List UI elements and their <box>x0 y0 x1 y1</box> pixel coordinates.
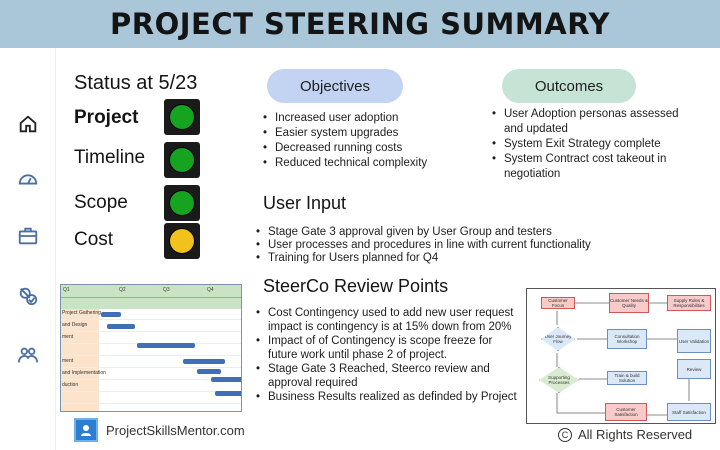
gantt-row: duction <box>61 377 241 392</box>
status-light-green-icon <box>169 104 195 130</box>
status-light-amber-icon <box>169 228 195 254</box>
gantt-bar <box>183 359 225 364</box>
outcomes-list: User Adoption personas assessed and upda… <box>492 107 692 182</box>
gantt-bar <box>215 391 241 396</box>
gantt-bar <box>197 369 221 374</box>
status-label-timeline: Timeline <box>74 147 146 168</box>
gantt-row: and Implementation <box>61 369 241 380</box>
list-item: Stage Gate 3 Reached, Steerco review and… <box>256 362 518 390</box>
status-label-project: Project <box>74 107 139 128</box>
gantt-quarter: Q2 <box>119 287 126 293</box>
flow-box: Supply Roles & Responsibilities <box>667 295 711 311</box>
list-item: Reduced technical complexity <box>263 156 493 171</box>
user-input-title: User Input <box>263 193 347 213</box>
flow-box: Staff Satisfaction <box>667 403 711 421</box>
gantt-bar <box>101 312 121 317</box>
status-label-scope: Scope <box>74 192 128 213</box>
list-item: User processes and procedures in line wi… <box>256 239 656 252</box>
gantt-row: Project Gathering <box>61 309 241 320</box>
team-icon[interactable] <box>14 341 42 369</box>
status-label-cost: Cost <box>74 229 114 250</box>
review-points-title: SteerCo Review Points <box>263 276 449 296</box>
gantt-bar <box>211 377 241 382</box>
review-points-list: Cost Contingency used to add new user re… <box>256 306 518 404</box>
tasks-check-icon[interactable] <box>14 282 42 310</box>
sidebar <box>0 48 56 450</box>
website-link[interactable]: ProjectSkillsMentor.com <box>106 423 245 438</box>
list-item: Easier system upgrades <box>263 126 493 141</box>
dashboard-gauge-icon[interactable] <box>14 165 42 193</box>
flow-box: Customer Needs & Quality <box>609 293 649 313</box>
copyright-notice: C All Rights Reserved <box>558 427 692 442</box>
briefcase-icon[interactable] <box>14 222 42 250</box>
list-item: Stage Gate 3 approval given by User Grou… <box>256 226 656 239</box>
gantt-row: and Design <box>61 321 241 332</box>
copyright-icon: C <box>558 427 572 442</box>
status-light-green-icon <box>169 190 195 216</box>
list-item: Business Results realized as definded by… <box>256 390 518 404</box>
flow-box: Consultation Workshop <box>607 329 647 349</box>
list-item: System Exit Strategy complete <box>492 137 692 152</box>
traffic-light-cost <box>164 223 200 259</box>
flow-box: Review <box>677 359 711 379</box>
title-banner: PROJECT STEERING SUMMARY <box>0 0 720 48</box>
list-item: System Contract cost takeout in negotiat… <box>492 152 692 182</box>
list-item: Impact of of Contingency is scope freeze… <box>256 334 518 362</box>
status-title: Status at 5/23 <box>74 72 198 94</box>
gantt-bar <box>137 343 195 348</box>
flow-box: Customer Satisfaction <box>605 403 647 421</box>
objectives-list: Increased user adoption Easier system up… <box>263 111 493 171</box>
flow-box: Train & build Solution <box>607 371 647 385</box>
flow-box: User Validation <box>677 329 711 353</box>
page-title: PROJECT STEERING SUMMARY <box>110 7 610 41</box>
gantt-head: Q1 <box>63 287 70 293</box>
gantt-bar <box>107 324 135 329</box>
brand-logo-icon <box>74 418 98 442</box>
traffic-light-scope <box>164 185 200 221</box>
list-item: Training for Users planned for Q4 <box>256 252 656 265</box>
home-icon[interactable] <box>14 110 42 138</box>
traffic-light-timeline <box>164 142 200 178</box>
outcomes-pill: Outcomes <box>502 69 636 103</box>
list-item: Cost Contingency used to add new user re… <box>256 306 518 334</box>
process-flowchart-thumbnail: Customer Focus Customer Needs & Quality … <box>526 288 716 424</box>
traffic-light-project <box>164 99 200 135</box>
objectives-pill: Objectives <box>267 69 403 103</box>
list-item: Increased user adoption <box>263 111 493 126</box>
list-item: Decreased running costs <box>263 141 493 156</box>
status-light-green-icon <box>169 147 195 173</box>
gantt-chart-thumbnail: Q1 Q2 Q3 Q4 Project Gathering and Design… <box>60 284 242 412</box>
user-input-list: Stage Gate 3 approval given by User Grou… <box>256 226 656 265</box>
copyright-text: All Rights Reserved <box>578 427 693 442</box>
gantt-row <box>61 391 241 404</box>
flow-box: Customer Focus <box>541 297 575 309</box>
gantt-quarter: Q4 <box>207 287 214 293</box>
gantt-quarter: Q3 <box>163 287 170 293</box>
gantt-row <box>61 343 241 356</box>
list-item: User Adoption personas assessed and upda… <box>492 107 692 137</box>
gantt-row: ment <box>61 357 241 368</box>
